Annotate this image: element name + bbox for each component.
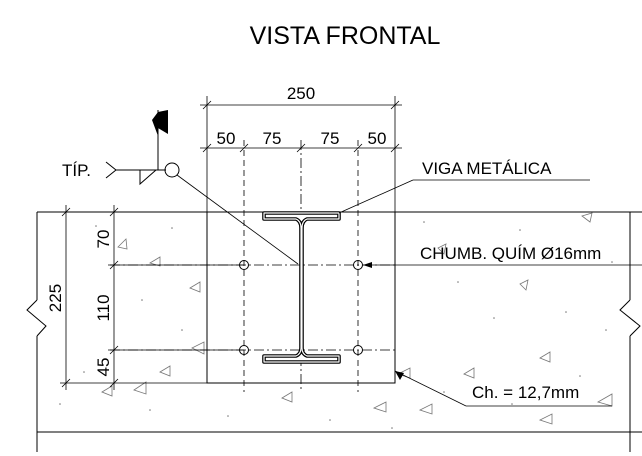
anchor-label: CHUMB. QUÍM Ø16mm (420, 244, 601, 263)
dim-vertical-1: 70 (94, 230, 113, 249)
weld-all-around-icon (164, 162, 180, 178)
dim-segment-1: 50 (217, 129, 236, 148)
drawing-title: VISTA FRONTAL (250, 22, 441, 50)
dim-overall-height: 225 (46, 284, 65, 312)
weld-symbol: TÍP. (62, 110, 299, 265)
weld-note-label: TÍP. (62, 161, 91, 180)
dim-vertical-3: 45 (94, 358, 113, 377)
dim-segment-3: 75 (321, 129, 340, 148)
anchor-callout: CHUMB. QUÍM Ø16mm (363, 244, 642, 268)
dim-overall-width: 250 (287, 84, 315, 103)
beam-callout: VIGA METÁLICA (338, 159, 590, 214)
dim-segment-2: 75 (263, 129, 282, 148)
concrete-aggregate-hatch (59, 212, 613, 429)
plate-label: Ch. = 12,7mm (472, 383, 579, 402)
dim-segment-4: 50 (368, 129, 387, 148)
field-weld-flag-icon (158, 110, 168, 134)
centerlines (110, 140, 395, 392)
beam-label: VIGA METÁLICA (422, 159, 552, 178)
plate-callout: Ch. = 12,7mm (394, 370, 612, 407)
steel-i-beam (262, 211, 341, 364)
anchor-bolt (353, 260, 363, 270)
dim-vertical-2: 110 (94, 294, 113, 321)
top-dimension-chain: 250 50 75 75 50 (200, 84, 402, 212)
left-dimension-chain: 225 70 110 45 (46, 205, 244, 390)
anchor-bolt (353, 345, 363, 355)
